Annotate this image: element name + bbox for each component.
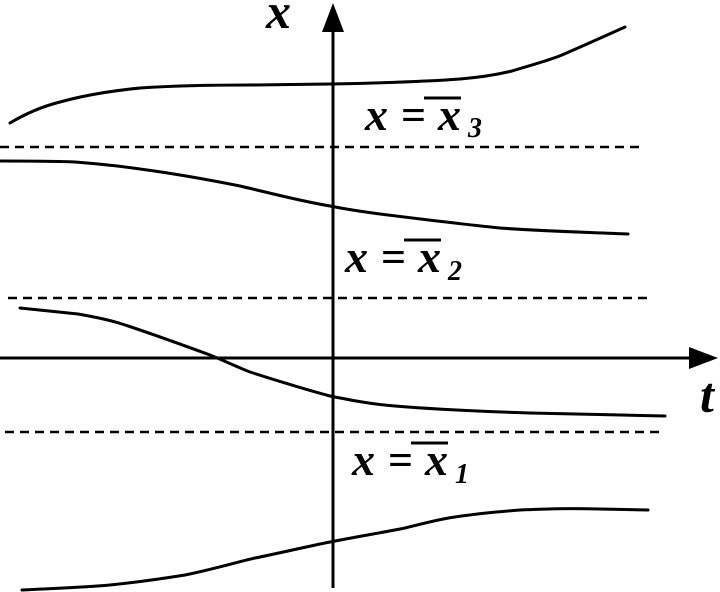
equilibrium-label-x2: x = x 2	[344, 231, 462, 287]
label-x1-subscript: 1	[455, 459, 469, 490]
label-x2-lhs: x	[344, 231, 368, 282]
label-x1-equals: =	[388, 436, 413, 485]
label-x3-var: x	[437, 89, 461, 140]
equilibrium-label-x3: x = x 3	[364, 89, 482, 144]
equilibrium-label-x1: x = x 1	[351, 434, 469, 490]
label-x3-subscript: 3	[467, 113, 482, 144]
label-x2-subscript: 2	[447, 256, 462, 287]
label-x2-equals: =	[381, 233, 406, 282]
label-x1-var: x	[424, 434, 448, 485]
vertical-axis-label: x	[265, 0, 291, 39]
solution-curve-between-x2-x3	[0, 159, 630, 236]
horizontal-axis-arrow-icon	[689, 347, 718, 369]
label-x3-lhs: x	[364, 89, 388, 140]
solution-curve-between-x1-x2	[18, 306, 667, 418]
vertical-axis-arrow-icon	[322, 3, 344, 32]
horizontal-axis-label: t	[700, 367, 716, 423]
solution-curve-above-x3	[8, 25, 627, 125]
label-x1-lhs: x	[351, 434, 375, 485]
label-x3-equals: =	[401, 91, 426, 140]
solution-curve-below-x1	[20, 507, 650, 592]
label-x2-var: x	[417, 231, 441, 282]
